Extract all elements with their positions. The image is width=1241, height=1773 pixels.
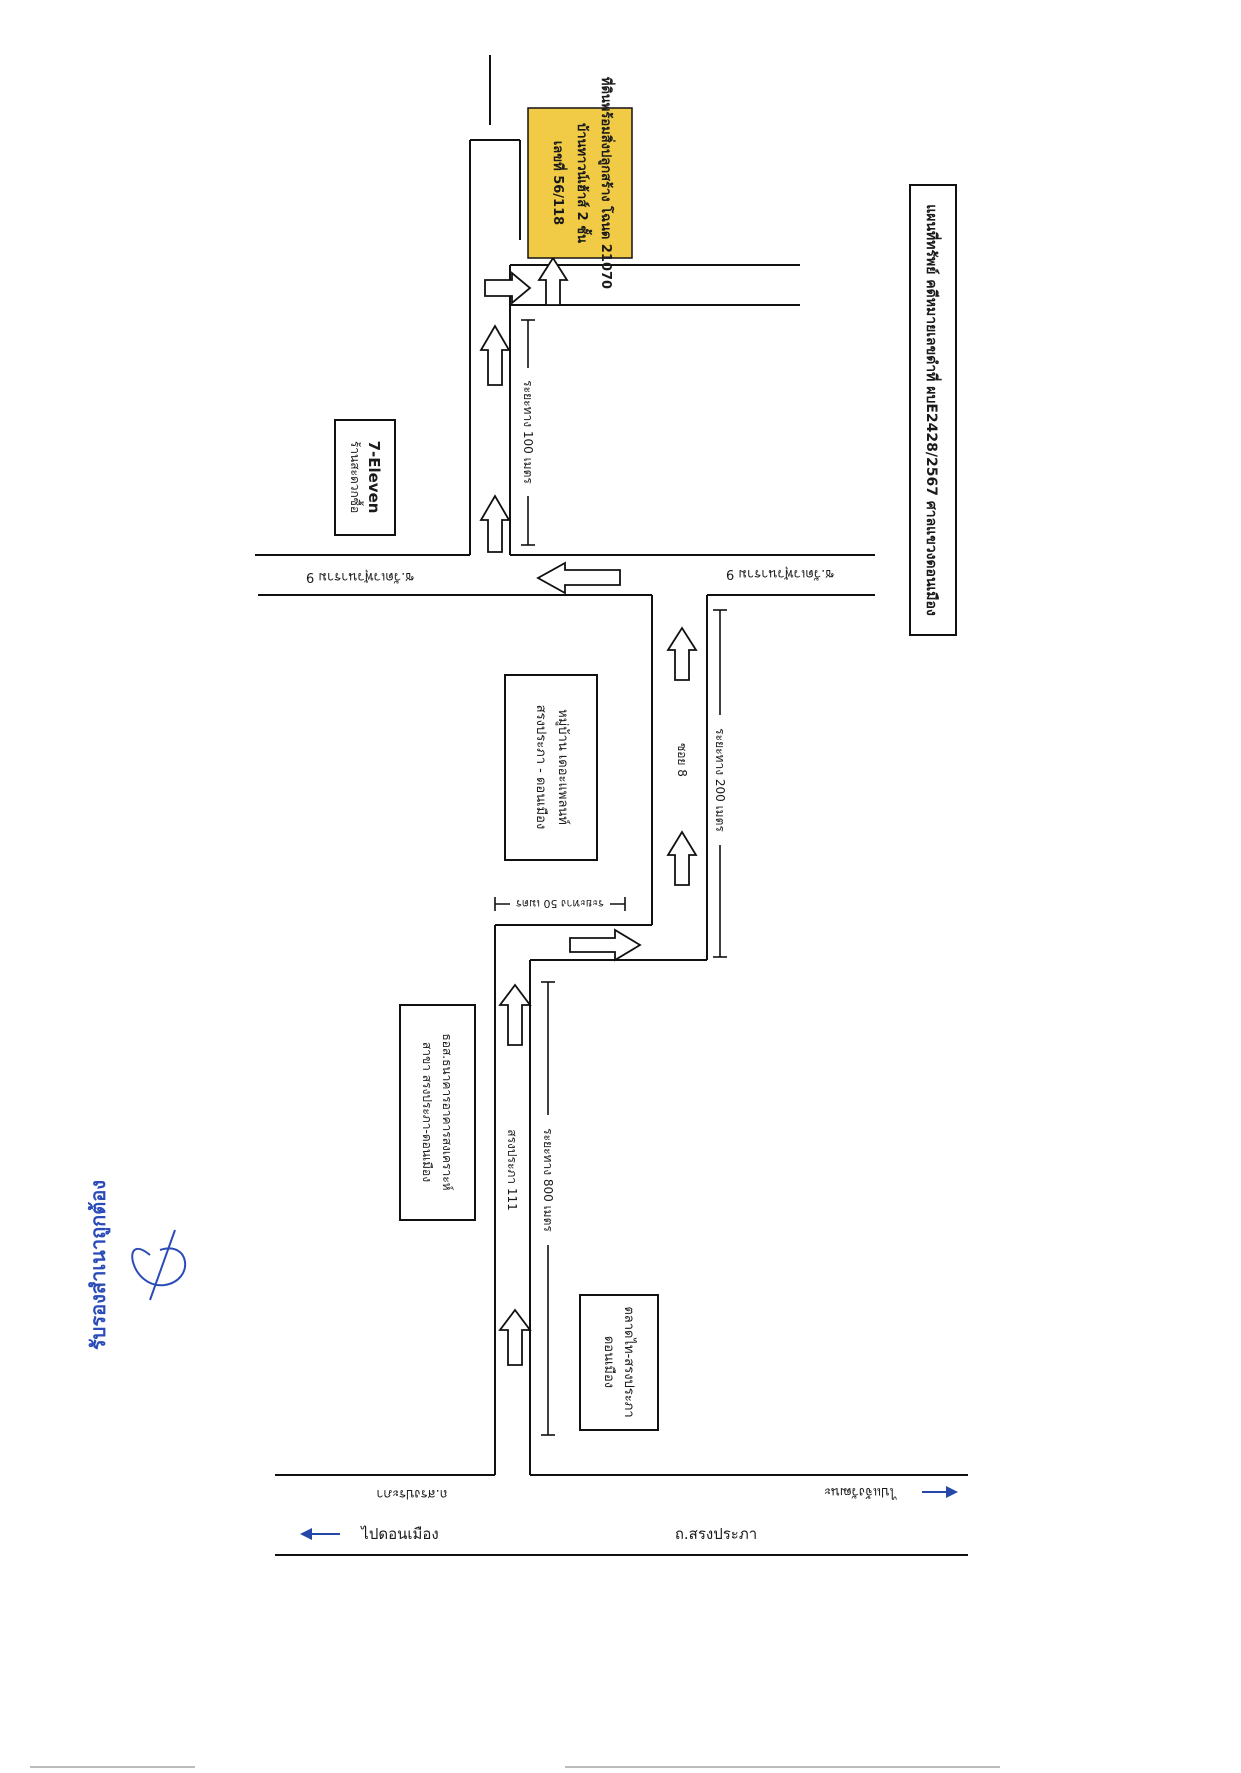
distance-100: ระยะทาง 100 เมตร — [521, 380, 535, 484]
distance-50: ระยะทาง 50 เมตร — [516, 897, 604, 910]
direction-arrow — [537, 256, 569, 306]
direction-arrow — [498, 983, 532, 1046]
road-label-to-chaengwattana: ไปแจ้งวัฒนะ — [824, 1484, 897, 1500]
dim-label-bg — [540, 1115, 556, 1245]
title-box — [909, 184, 957, 636]
signature — [131, 1229, 187, 1301]
road-label-soi-8: ซอย 8 — [675, 743, 689, 777]
dim-label-bg — [712, 715, 728, 845]
target-line-3: เลขที่ 56/118 — [550, 141, 568, 225]
road-label-to-don-mueang: ไปดอนเมือง — [360, 1525, 438, 1543]
direction-arrow — [484, 271, 532, 305]
village-line-2: สรงประภา - ดอนเมือง — [533, 705, 549, 830]
direction-arrow — [536, 561, 621, 595]
bank-line-2: สาขา สรงประภา-ดอนเมือง — [420, 1042, 434, 1182]
direction-arrow — [498, 1308, 532, 1366]
dim-label-bg — [510, 896, 610, 912]
dim-label-bg — [520, 368, 536, 496]
village-box — [504, 674, 598, 861]
arrow-right-icon — [922, 1486, 958, 1498]
market-line-1: ตลาดไท-สรงประภา — [621, 1306, 637, 1417]
target-line-2: บ้านทาวน์เฮ้าส์ 2 ชั้น — [574, 123, 593, 243]
road-label-soi-wat-right: ซ.วัดเวฬุวนาราม 9 — [726, 566, 834, 581]
village-line-1: หมู่บ้าน เดอะแพลนท์ — [555, 709, 571, 825]
target-line-1: ที่ดินพร้อมสิ่งปลูกสร้าง โฉนด 21070 — [598, 77, 616, 289]
direction-arrow — [479, 494, 511, 553]
road-label-soi-wat-left: ซ.วัดเวฬุวนาราม 9 — [306, 569, 414, 584]
bank-box — [399, 1004, 476, 1221]
stamp-text: รับรองสำเนาถูกต้อง — [86, 1180, 112, 1350]
bank-line-1: ธอส.ธนาคารอาคารสงเคราะห์ — [440, 1033, 454, 1190]
market-box — [579, 1294, 659, 1431]
seven-eleven-sub: ร้านสะดวกซื้อ — [348, 441, 364, 513]
arrow-left-icon — [300, 1528, 340, 1540]
distance-800: ระยะทาง 800 เมตร — [541, 1128, 555, 1232]
seven-eleven-name: 7-Eleven — [365, 441, 383, 514]
market-line-2: ดอนเมือง — [601, 1336, 617, 1388]
direction-arrow — [479, 324, 511, 386]
direction-arrow — [666, 626, 698, 681]
certification-stamp: รับรองสำเนาถูกต้อง — [86, 1180, 112, 1350]
distance-200: ระยะทาง 200 เมตร — [713, 728, 727, 832]
target-property — [527, 107, 633, 259]
map-title: แผนที่ทรัพย์ คดีหมายเลขดำที่ ผบE2428/256… — [923, 204, 942, 616]
seven-eleven-box — [334, 419, 396, 536]
road-label-songprapa-left: ถ.สรงประภา — [376, 1486, 447, 1501]
direction-arrow — [666, 830, 698, 886]
direction-arrow — [569, 928, 642, 962]
road-label-songprapa-111: สรงประภา 111 — [505, 1129, 519, 1211]
road-label-main: ถ.สรงประภา — [675, 1525, 757, 1543]
